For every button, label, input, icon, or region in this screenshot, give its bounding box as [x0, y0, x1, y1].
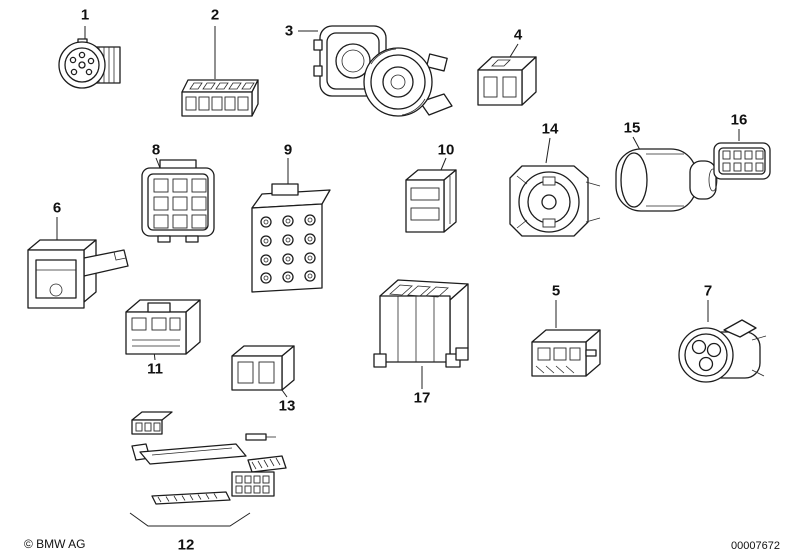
part-label-4[interactable]: 4 [513, 26, 523, 44]
part-label-13[interactable]: 13 [278, 397, 296, 415]
part-label-6[interactable]: 6 [52, 199, 62, 217]
diagram-part-number: 00007672 [731, 540, 780, 552]
part-art-latch-housing-10 [405, 169, 457, 233]
part-art-pin-block-9 [251, 183, 331, 293]
part-art-square-housing-8 [141, 159, 215, 243]
part-art-relay-block-17 [373, 279, 469, 368]
copyright-text: © BMW AG [24, 537, 86, 551]
part-art-bracket-housing-6 [27, 239, 129, 309]
part-art-box-housing-4 [477, 56, 537, 106]
part-label-9[interactable]: 9 [283, 141, 293, 159]
part-art-wedge-connector-5 [531, 329, 601, 377]
part-label-10[interactable]: 10 [437, 141, 455, 159]
part-art-keyed-round-14 [509, 165, 601, 237]
part-art-flat-housing-2 [181, 79, 259, 117]
part-label-2[interactable]: 2 [210, 6, 220, 24]
part-art-latch-box-11 [125, 299, 201, 355]
part-label-5[interactable]: 5 [551, 282, 561, 300]
part-label-17[interactable]: 17 [413, 389, 431, 407]
part-label-8[interactable]: 8 [151, 141, 161, 159]
part-label-3[interactable]: 3 [284, 22, 294, 40]
part-label-12[interactable]: 12 [177, 536, 195, 554]
part-label-14[interactable]: 14 [541, 120, 559, 138]
part-art-two-slot-13 [231, 345, 295, 391]
part-art-round-assembly-3 [313, 25, 453, 117]
part-art-cylinder-15 [615, 148, 718, 212]
part-label-16[interactable]: 16 [730, 111, 748, 129]
part-label-11[interactable]: 11 [147, 360, 163, 378]
part-art-kit-group-12 [131, 411, 287, 505]
part-label-1[interactable]: 1 [80, 6, 90, 24]
part-art-round-connector-1 [58, 38, 121, 89]
part-art-three-socket-7 [678, 319, 767, 383]
part-art-grid-connector-16 [713, 142, 771, 180]
part-label-15[interactable]: 15 [623, 119, 641, 137]
group-brace-12 [129, 512, 251, 527]
part-label-7[interactable]: 7 [703, 282, 713, 300]
